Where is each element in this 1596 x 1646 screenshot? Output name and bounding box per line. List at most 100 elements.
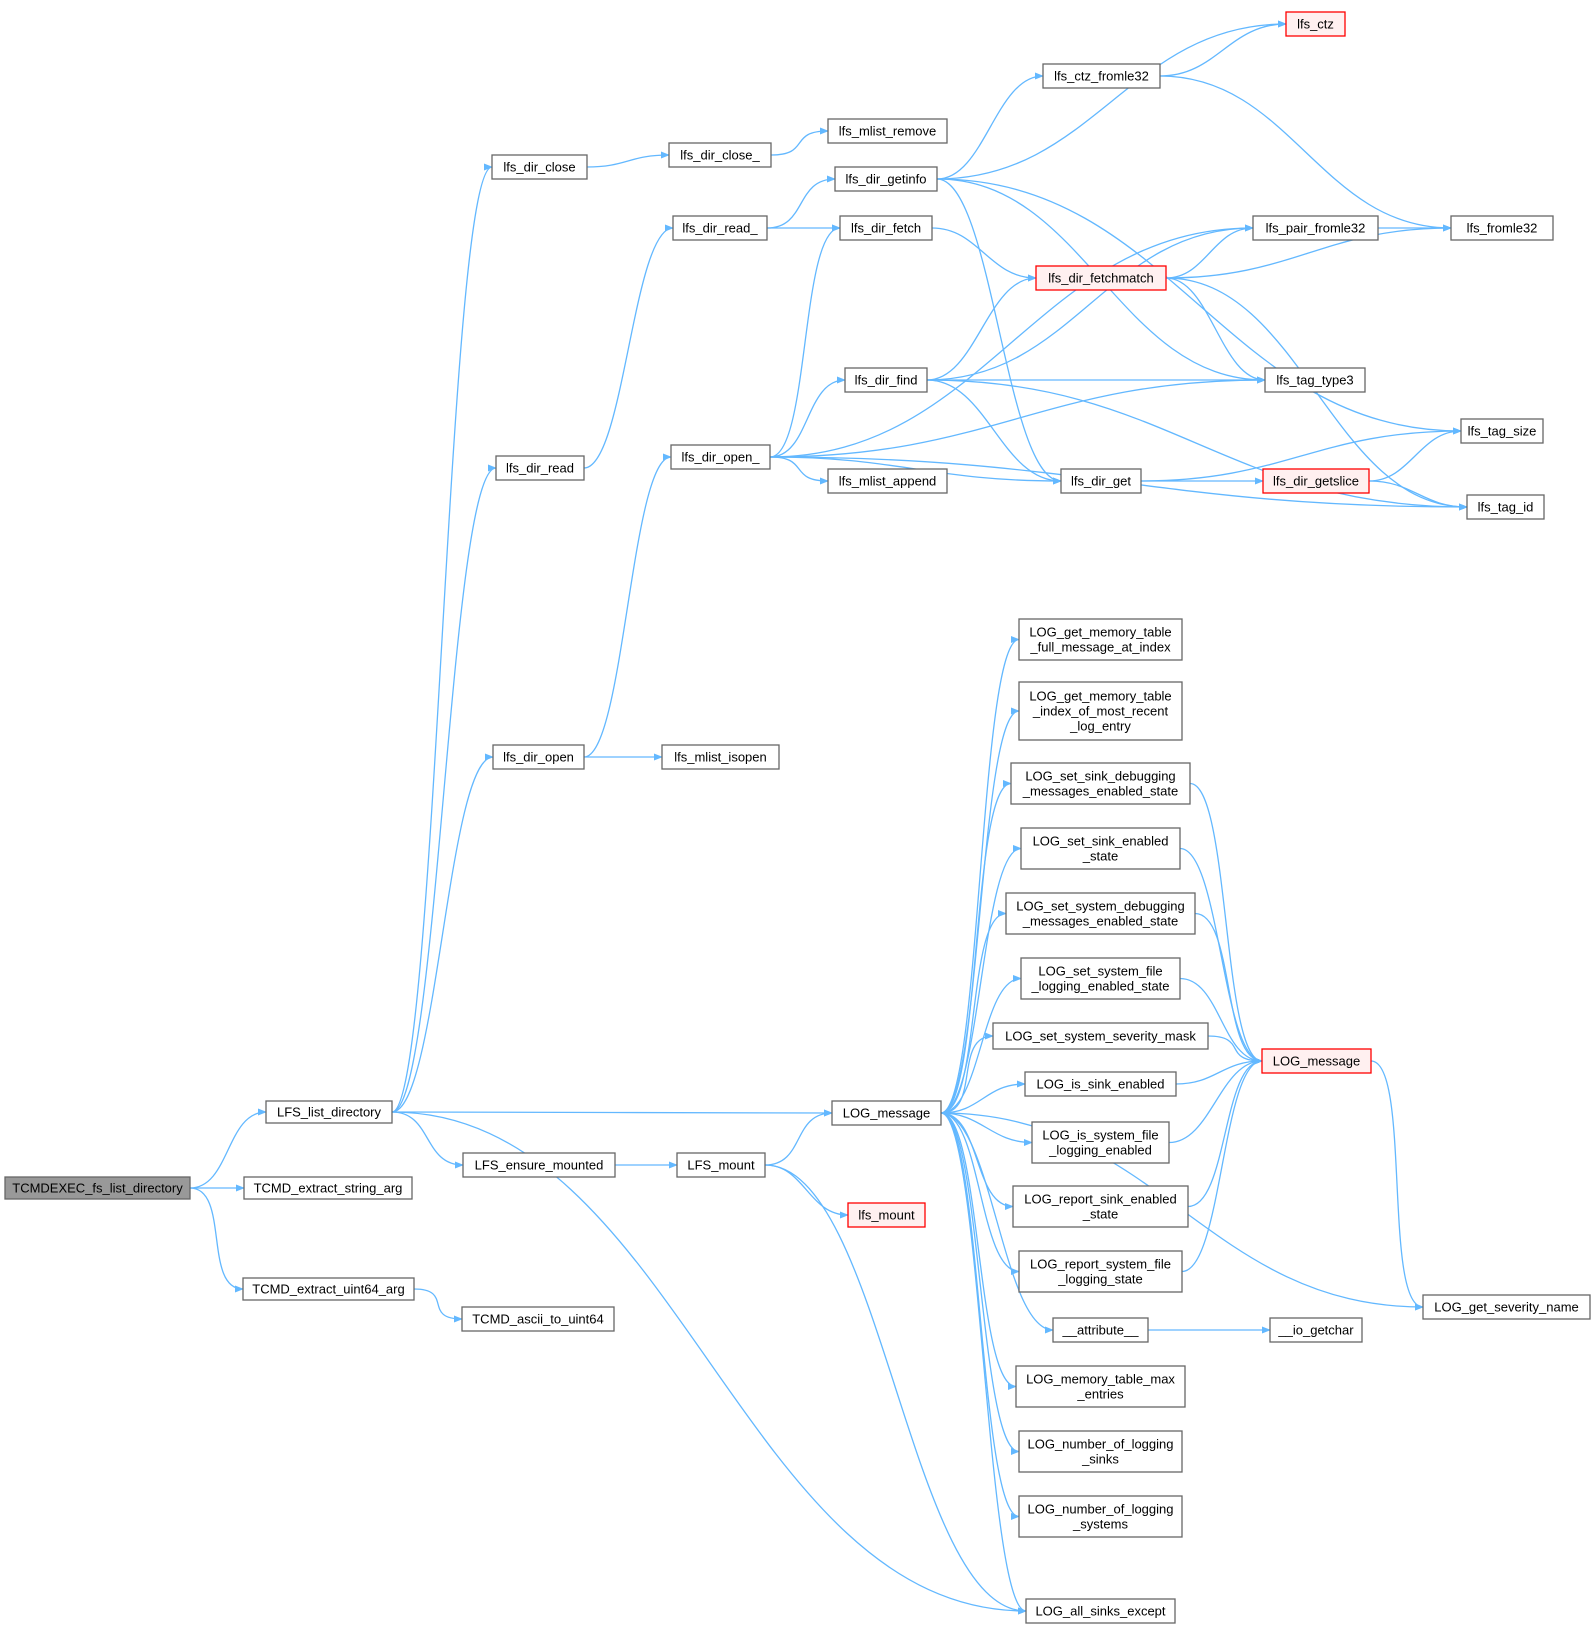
node-label: lfs_dir_getinfo bbox=[846, 172, 927, 187]
node-label: LOG_message bbox=[843, 1106, 930, 1121]
edge-lfs_mount_up-to-log_all_except bbox=[764, 1164, 1027, 1615]
node-log-num-sys[interactable]: LOG_number_of_logging_systems bbox=[1018, 1495, 1183, 1538]
edge-log_is_sys_file-to-log_msg_red bbox=[1168, 1057, 1263, 1144]
node-mlist-append[interactable]: lfs_mlist_append bbox=[827, 468, 948, 494]
edge-dir_getslice-to-tag_id bbox=[1368, 480, 1468, 511]
edge-lfs_list-to-log_msg_mid bbox=[391, 1109, 833, 1117]
node-log-set-sys-dbg[interactable]: LOG_set_system_debugging_messages_enable… bbox=[1005, 892, 1196, 935]
node-box bbox=[1025, 1598, 1176, 1624]
node-tag-size[interactable]: lfs_tag_size bbox=[1460, 418, 1544, 444]
node-label: lfs_tag_type3 bbox=[1276, 373, 1353, 388]
node-dir-find[interactable]: lfs_dir_find bbox=[844, 367, 928, 393]
node-dir-read-[interactable]: lfs_dir_read_ bbox=[672, 215, 768, 241]
node-box bbox=[242, 1277, 415, 1301]
node-dir-close[interactable]: lfs_dir_close bbox=[491, 154, 588, 180]
node-label: _index_of_most_recent bbox=[1032, 704, 1169, 719]
node-log-set-sink-dbg[interactable]: LOG_set_sink_debugging_messages_enabled_… bbox=[1010, 762, 1191, 805]
node-log-rep-sys-file[interactable]: LOG_report_system_file_logging_state bbox=[1018, 1250, 1183, 1293]
node-attribute[interactable]: __attribute__ bbox=[1052, 1317, 1149, 1343]
node-ctz-fromle32[interactable]: lfs_ctz_fromle32 bbox=[1042, 63, 1161, 89]
edge-dir_getslice-to-tag_size bbox=[1368, 427, 1462, 482]
node-log-is-sys-file[interactable]: LOG_is_system_file_logging_enabled bbox=[1031, 1121, 1170, 1164]
edge-log_msg_mid-to-log_all_except bbox=[940, 1112, 1027, 1615]
node-dir-open-[interactable]: lfs_dir_open_ bbox=[670, 444, 771, 470]
node-log-msg-red[interactable]: LOG_message bbox=[1261, 1048, 1372, 1074]
node-log-mem-max[interactable]: LOG_memory_table_max_entries bbox=[1015, 1365, 1186, 1408]
node-lfs-ctz[interactable]: lfs_ctz bbox=[1285, 11, 1346, 37]
node-box bbox=[1466, 494, 1545, 520]
node-root[interactable]: TCMDEXEC_fs_list_directory bbox=[4, 1176, 191, 1200]
node-lfs-list[interactable]: LFS_list_directory bbox=[265, 1100, 393, 1124]
node-label: LOG_get_memory_table bbox=[1029, 689, 1171, 704]
node-lfs-ens[interactable]: LFS_ensure_mounted bbox=[462, 1152, 616, 1178]
node-log-set-sys-file[interactable]: LOG_set_system_file_logging_enabled_stat… bbox=[1020, 957, 1181, 1000]
node-label: LOG_get_severity_name bbox=[1434, 1300, 1579, 1315]
node-mlist-remove[interactable]: lfs_mlist_remove bbox=[827, 118, 948, 144]
node-box bbox=[834, 166, 938, 192]
edge-layer bbox=[189, 20, 1468, 1615]
node-box bbox=[1031, 1121, 1170, 1164]
edge-dir_close-to-dir_close_ bbox=[586, 151, 670, 168]
node-tag-type3[interactable]: lfs_tag_type3 bbox=[1264, 367, 1366, 393]
node-tcmd-ascii[interactable]: TCMD_ascii_to_uint64 bbox=[461, 1306, 615, 1332]
node-label: LOG_set_sink_debugging bbox=[1025, 769, 1175, 784]
node-mlist-isopen[interactable]: lfs_mlist_isopen bbox=[661, 744, 780, 770]
edge-log_msg_mid-to-log_mem_max bbox=[940, 1112, 1017, 1391]
node-log-get-full[interactable]: LOG_get_memory_table_full_message_at_ind… bbox=[1018, 618, 1183, 661]
node-dir-get[interactable]: lfs_dir_get bbox=[1060, 468, 1142, 494]
node-tag-id[interactable]: lfs_tag_id bbox=[1466, 494, 1545, 520]
node-box bbox=[676, 1152, 766, 1178]
node-tcmd-u64[interactable]: TCMD_extract_uint64_arg bbox=[242, 1277, 415, 1301]
node-dir-getslice[interactable]: lfs_dir_getslice bbox=[1262, 468, 1370, 494]
node-log-all-except[interactable]: LOG_all_sinks_except bbox=[1025, 1598, 1176, 1624]
node-label: LOG_is_system_file bbox=[1042, 1128, 1158, 1143]
edge-lfs_list-to-dir_read bbox=[391, 464, 497, 1113]
edge-dir_fetch-to-dir_fetchmatch bbox=[931, 227, 1037, 282]
node-label: lfs_mlist_isopen bbox=[674, 750, 767, 765]
edge-log_set_sink_en-to-log_msg_red bbox=[1179, 847, 1263, 1065]
node-log-sev-name[interactable]: LOG_get_severity_name bbox=[1422, 1294, 1591, 1320]
edge-dir_fetchmatch-to-pair_fromle32 bbox=[1165, 224, 1254, 279]
node-log-is-sink[interactable]: LOG_is_sink_enabled bbox=[1024, 1071, 1177, 1097]
node-dir-close-[interactable]: lfs_dir_close_ bbox=[668, 142, 772, 168]
node-box bbox=[1261, 1048, 1372, 1074]
node-dir-getinfo[interactable]: lfs_dir_getinfo bbox=[834, 166, 938, 192]
node-dir-read[interactable]: lfs_dir_read bbox=[495, 455, 585, 481]
node-box bbox=[1018, 681, 1183, 741]
node-tcmd-str[interactable]: TCMD_extract_string_arg bbox=[243, 1176, 413, 1200]
node-io-getchar[interactable]: __io_getchar bbox=[1269, 1317, 1363, 1343]
node-label: TCMD_extract_uint64_arg bbox=[252, 1282, 404, 1297]
node-dir-fetch[interactable]: lfs_dir_fetch bbox=[839, 215, 933, 241]
node-lfs-mount-low[interactable]: lfs_mount bbox=[847, 1202, 926, 1228]
node-box bbox=[847, 1202, 926, 1228]
node-box bbox=[1422, 1294, 1591, 1320]
node-box bbox=[491, 154, 588, 180]
node-log-num-sinks[interactable]: LOG_number_of_logging_sinks bbox=[1018, 1430, 1183, 1473]
node-label: _entries bbox=[1076, 1387, 1124, 1402]
edge-log_set_sys_sev-to-log_msg_red bbox=[1207, 1035, 1263, 1065]
node-dir-open[interactable]: lfs_dir_open bbox=[492, 744, 585, 770]
node-label: lfs_dir_open_ bbox=[681, 450, 760, 465]
node-pair-fromle32[interactable]: lfs_pair_fromle32 bbox=[1252, 215, 1379, 241]
node-label: lfs_mlist_append bbox=[839, 474, 937, 489]
node-label: LFS_ensure_mounted bbox=[475, 1158, 604, 1173]
node-box bbox=[668, 142, 772, 168]
node-label: _logging_enabled bbox=[1048, 1143, 1152, 1158]
edge-lfs_mount_up-to-lfs_mount_low bbox=[764, 1164, 849, 1219]
edge-dir_getinfo-to-lfs_ctz bbox=[936, 20, 1287, 180]
node-log-rep-sink[interactable]: LOG_report_sink_enabled_state bbox=[1012, 1185, 1189, 1228]
node-label: _logging_state bbox=[1057, 1272, 1143, 1287]
node-label: LOG_set_sink_enabled bbox=[1033, 834, 1169, 849]
node-log-msg-mid[interactable]: LOG_message bbox=[831, 1100, 942, 1126]
node-dir-fetchmatch[interactable]: lfs_dir_fetchmatch bbox=[1035, 265, 1167, 291]
node-fromle32[interactable]: lfs_fromle32 bbox=[1450, 215, 1554, 241]
node-box bbox=[1252, 215, 1379, 241]
edge-log_msg_mid-to-log_set_sys_dbg bbox=[940, 909, 1007, 1114]
node-box bbox=[1012, 1185, 1189, 1228]
edge-dir_read_-to-dir_getinfo bbox=[766, 175, 836, 229]
node-lfs-mount-up[interactable]: LFS_mount bbox=[676, 1152, 766, 1178]
node-log-set-sys-sev[interactable]: LOG_set_system_severity_mask bbox=[992, 1022, 1209, 1050]
node-box bbox=[265, 1100, 393, 1124]
node-log-set-sink-en[interactable]: LOG_set_sink_enabled_state bbox=[1020, 827, 1181, 870]
node-log-get-idx[interactable]: LOG_get_memory_table_index_of_most_recen… bbox=[1018, 681, 1183, 741]
